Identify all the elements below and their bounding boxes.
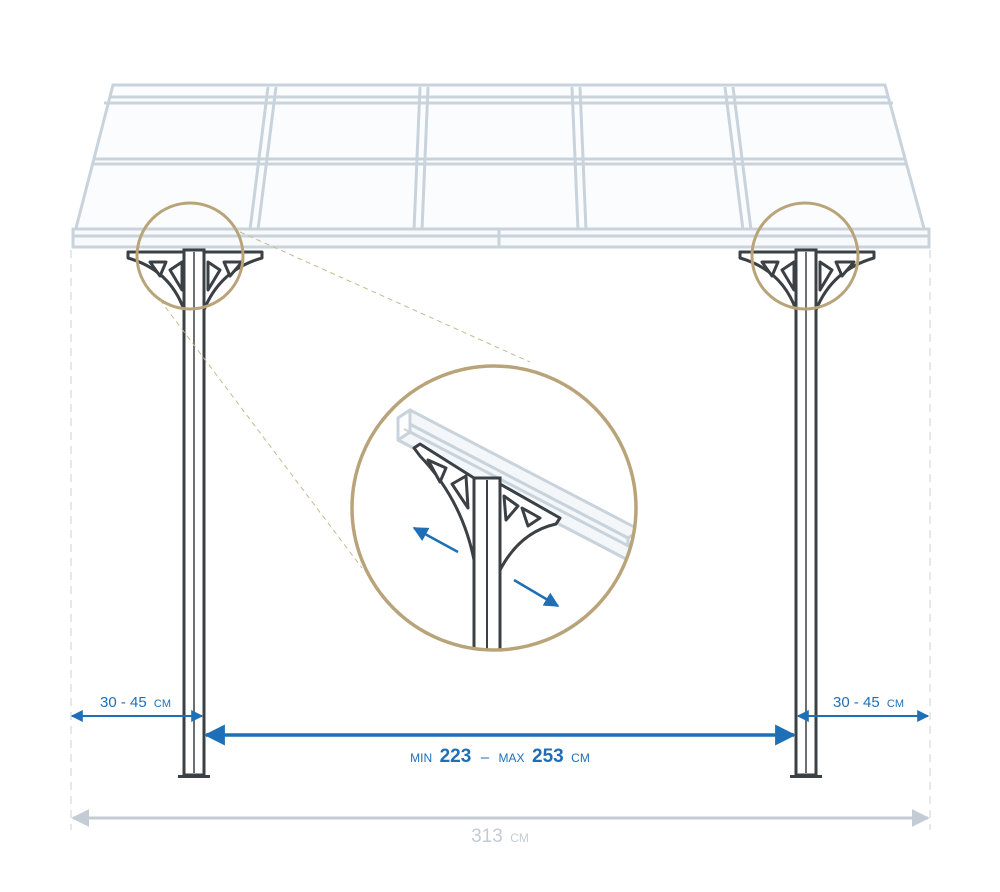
svg-text:30 - 45 CM: 30 - 45 CM [833, 694, 904, 711]
total-width-dimension: 313 CM [71, 809, 930, 847]
right-offset-unit: CM [887, 698, 904, 710]
svg-text:MIN 223 – MA: MIN 223 – MAX 253 CM [410, 746, 590, 767]
outer-guides [70, 250, 931, 830]
max-word: MAX [499, 751, 525, 765]
double-arrow-icon [412, 526, 560, 608]
right-offset-dimension: 30 - 45 CM [796, 694, 930, 722]
svg-text:313 CM: 313 CM [471, 826, 529, 847]
right-post [738, 248, 876, 778]
right-offset-value: 30 - 45 [833, 694, 880, 711]
left-offset-unit: CM [154, 698, 171, 710]
min-value: 223 [440, 746, 472, 767]
left-post [126, 248, 264, 778]
spacing-unit: CM [571, 751, 590, 765]
callout-circles [135, 201, 860, 311]
range-separator: – [481, 749, 490, 766]
min-word: MIN [410, 751, 432, 765]
total-width-unit: CM [510, 831, 529, 845]
roof-frame [71, 83, 931, 249]
total-width-value: 313 [471, 826, 503, 847]
post-spacing-dimension: MIN 223 – MAX 253 CM [203, 724, 797, 767]
max-value: 253 [532, 746, 564, 767]
zoom-detail [350, 364, 638, 652]
left-offset-value: 30 - 45 [100, 694, 147, 711]
left-offset-dimension: 30 - 45 CM [70, 694, 204, 722]
svg-text:30 - 45 CM: 30 - 45 CM [100, 694, 171, 711]
zoom-connector-lines [159, 231, 531, 569]
